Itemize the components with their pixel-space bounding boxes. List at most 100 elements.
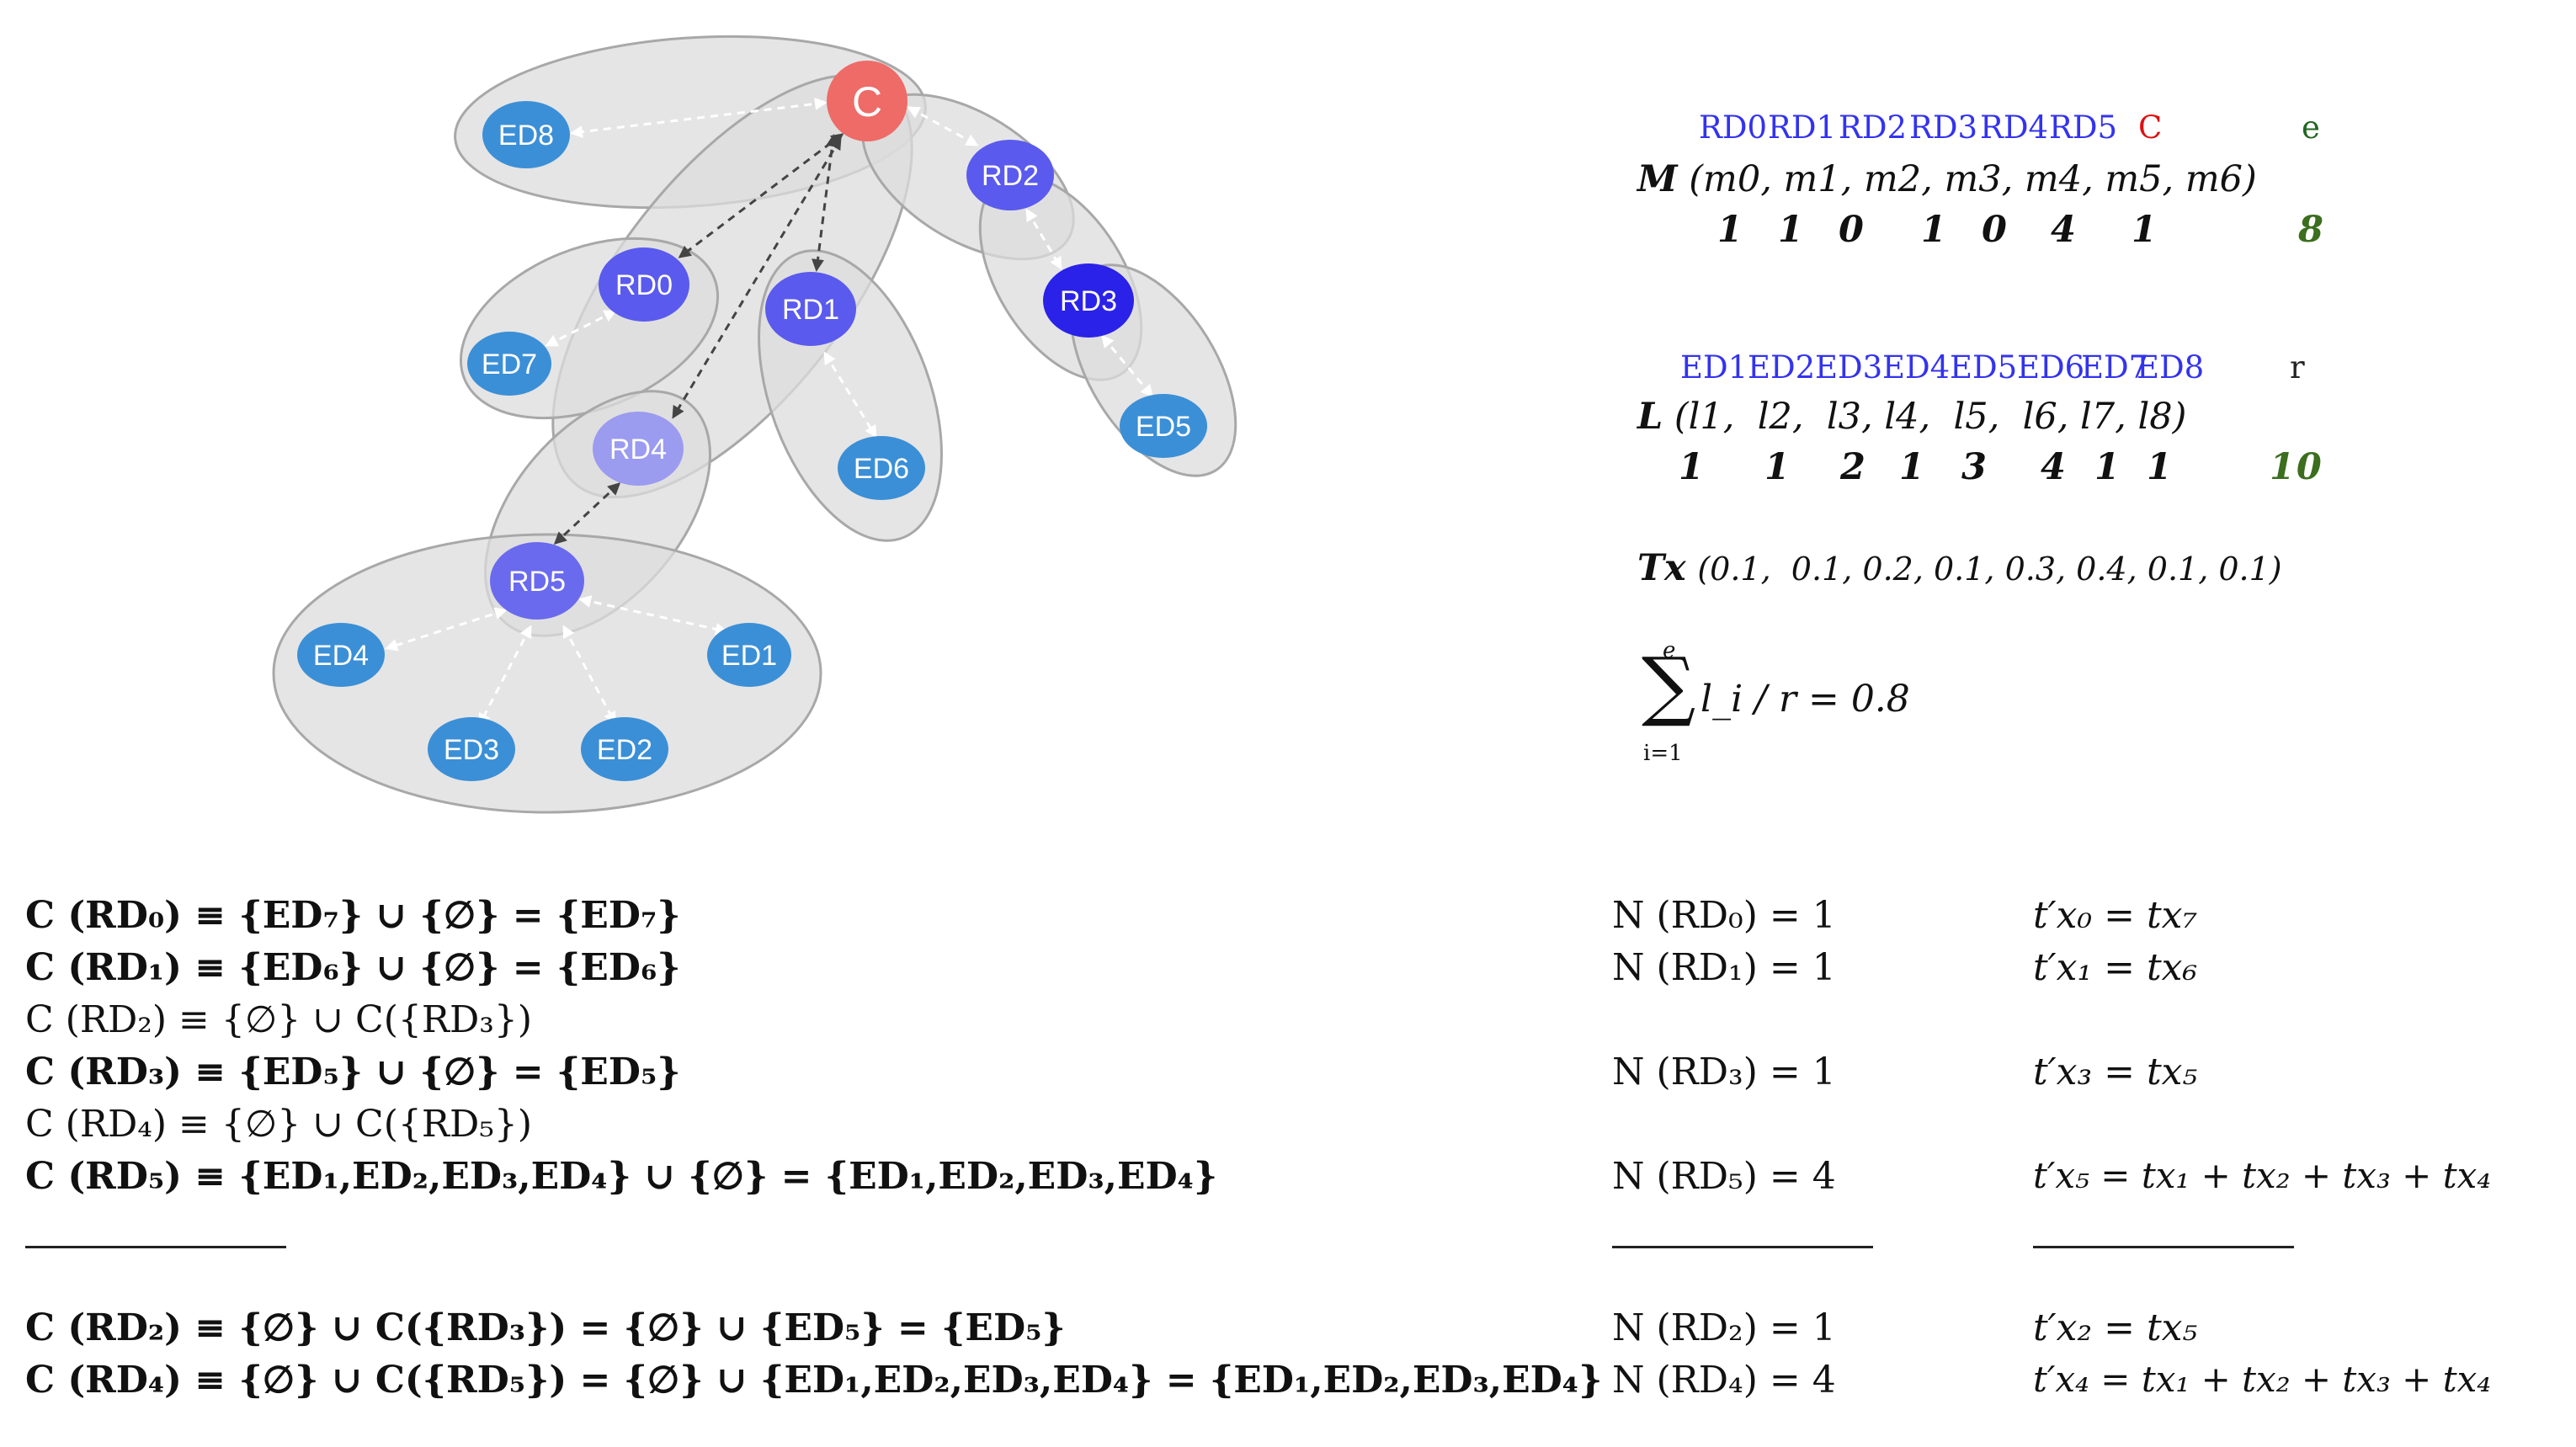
m-value-0: 1 (1717, 209, 1744, 251)
divider-right (2033, 1246, 2294, 1248)
l-vector: (l1, l2, l3, l4, l5, l6, l7, l8) (1674, 396, 2187, 438)
edge-rd5-ed2 (562, 625, 616, 725)
node-rd4: RD4 (593, 412, 684, 486)
svg-text:RD2: RD2 (982, 160, 1039, 192)
edge-rd5-ed1 (578, 595, 728, 636)
ed-header-4: ED4 (1882, 349, 1951, 386)
node-ed4: ED4 (297, 623, 385, 687)
n-eq-rd5: N (RD₅) = 4 (1612, 1155, 1836, 1198)
m-value-1: 1 (1778, 209, 1805, 251)
svg-text:RD1: RD1 (782, 294, 839, 326)
ed-header-1: ED1 (1680, 349, 1748, 386)
rd-header-2: RD2 (1839, 109, 1908, 146)
node-rd5: RD5 (490, 542, 584, 620)
node-ed2: ED2 (581, 717, 668, 781)
node-c: C (827, 61, 907, 141)
t-eq-0: t′x₀ = tx₇ (2033, 894, 2198, 937)
link-edges (385, 97, 1153, 726)
c-eq-rd4-resolved: C (RD₄) ≡ {∅} ∪ C({RD₅}) = {∅} ∪ {ED₁,ED… (25, 1359, 1603, 1402)
node-ed5: ED5 (1120, 394, 1207, 458)
m-label: M (1637, 158, 1678, 200)
l-value-2: 1 (1764, 446, 1791, 488)
l-label: L (1637, 396, 1663, 438)
l-value-1: 1 (1679, 446, 1706, 488)
svg-text:ED2: ED2 (597, 734, 652, 766)
edge-rd5-ed3 (478, 625, 532, 726)
edge-rd2-rd3 (1025, 208, 1062, 270)
c-eq-rd3: C (RD₃) ≡ {ED₅} ∪ {∅} = {ED₅} (25, 1051, 681, 1093)
t-eq-3: t′x₃ = tx₅ (2033, 1051, 2198, 1093)
m-value-2: 0 (1839, 209, 1865, 251)
n-eq-rd3: N (RD₃) = 1 (1612, 1051, 1836, 1093)
c-eq-rd2: C (RD₂) ≡ {∅} ∪ C({RD₃}) (25, 998, 533, 1041)
node-ed3: ED3 (428, 717, 515, 781)
n-eq-rd2: N (RD₂) = 1 (1612, 1306, 1836, 1349)
tree-edges (553, 133, 844, 545)
l-value-4: 1 (1899, 446, 1926, 488)
sum-expression: l_i / r = 0.8 (1700, 678, 1910, 721)
tx-label: Tx (1637, 547, 1686, 589)
network-diagram: C ED8 RD2 RD0 RD1 RD3 ED7 RD4 ED6 ED5 RD… (272, 35, 1237, 814)
ed-header-6: ED6 (2017, 349, 2085, 386)
c-eq-rd2-resolved: C (RD₂) ≡ {∅} ∪ C({RD₃}) = {∅} ∪ {ED₅} =… (25, 1306, 1066, 1349)
rd-header-1: RD1 (1768, 109, 1837, 146)
e-value: 8 (2298, 209, 2325, 251)
ed-header-3: ED3 (1815, 349, 1883, 386)
l-value-6: 4 (2041, 446, 2068, 488)
l-vector-line: L (l1, l2, l3, l4, l5, l6, l7, l8) (1637, 396, 2186, 438)
tx-vector: (0.1, 0.1, 0.2, 0.1, 0.3, 0.4, 0.1, 0.1) (1697, 551, 2282, 588)
svg-text:RD4: RD4 (609, 434, 667, 465)
edge-rd4-rd5 (553, 481, 621, 545)
m-vector-line: M (m0, m1, m2, m3, m4, m5, m6) (1637, 158, 2257, 200)
edge-rd5-ed4 (385, 607, 508, 652)
m-value-3: 1 (1921, 209, 1948, 251)
node-ed7: ED7 (467, 332, 551, 396)
sum-lower-limit: i=1 (1643, 741, 1683, 766)
l-value-5: 3 (1961, 446, 1988, 488)
clusters (272, 35, 1237, 814)
edge-c-rd4 (672, 136, 842, 419)
e-header: e (2302, 109, 2320, 146)
nodes: C ED8 RD2 RD0 RD1 RD3 ED7 RD4 ED6 ED5 RD… (297, 61, 1207, 781)
c-eq-rd5: C (RD₅) ≡ {ED₁,ED₂,ED₃,ED₄} ∪ {∅} = {ED₁… (25, 1155, 1218, 1198)
ed-header-8: ED8 (2137, 349, 2205, 386)
svg-text:C: C (852, 78, 882, 125)
l-value-3: 2 (1840, 446, 1867, 488)
svg-text:ED5: ED5 (1136, 411, 1191, 443)
svg-text:ED1: ED1 (721, 640, 777, 672)
ed-header-5: ED5 (1950, 349, 2018, 386)
svg-text:ED4: ED4 (313, 640, 369, 672)
svg-text:ED6: ED6 (854, 453, 909, 485)
divider-left (25, 1246, 286, 1248)
rd-header-5: RD5 (2049, 109, 2118, 146)
node-rd3: RD3 (1043, 263, 1134, 338)
m-value-4: 0 (1982, 209, 2009, 251)
svg-text:RD3: RD3 (1060, 285, 1117, 317)
t-eq-5: t′x₅ = tx₁ + tx₂ + tx₃ + tx₄ (2033, 1155, 2492, 1196)
node-rd1: RD1 (765, 272, 856, 346)
m-value-6: 1 (2132, 209, 2158, 251)
rd-header-4: RD4 (1980, 109, 2049, 146)
node-ed8: ED8 (482, 101, 570, 168)
svg-text:ED7: ED7 (482, 348, 537, 380)
l-value-7: 1 (2094, 446, 2121, 488)
c-eq-rd0: C (RD₀) ≡ {ED₇} ∪ {∅} = {ED₇} (25, 894, 681, 937)
m-vector: (m0, m1, m2, m3, m4, m5, m6) (1689, 158, 2257, 200)
node-rd0: RD0 (599, 247, 689, 322)
rd-header-3: RD3 (1909, 109, 1978, 146)
l-value-8: 1 (2147, 446, 2174, 488)
svg-text:RD5: RD5 (508, 566, 566, 598)
svg-text:RD0: RD0 (615, 269, 673, 301)
ed-header-7: ED7 (2081, 349, 2149, 386)
ed-header-2: ED2 (1748, 349, 1816, 386)
rd-header-0: RD0 (1699, 109, 1768, 146)
node-ed1: ED1 (707, 623, 791, 687)
node-ed6: ED6 (838, 436, 925, 500)
r-header: r (2290, 349, 2305, 386)
tx-vector-line: Tx (0.1, 0.1, 0.2, 0.1, 0.3, 0.4, 0.1, 0… (1637, 547, 2282, 589)
m-value-5: 4 (2051, 209, 2078, 251)
n-eq-rd1: N (RD₁) = 1 (1612, 946, 1836, 989)
n-eq-rd4: N (RD₄) = 4 (1612, 1359, 1836, 1402)
t-eq-4: t′x₄ = tx₁ + tx₂ + tx₃ + tx₄ (2033, 1359, 2492, 1400)
r-value: 10 (2270, 446, 2323, 488)
